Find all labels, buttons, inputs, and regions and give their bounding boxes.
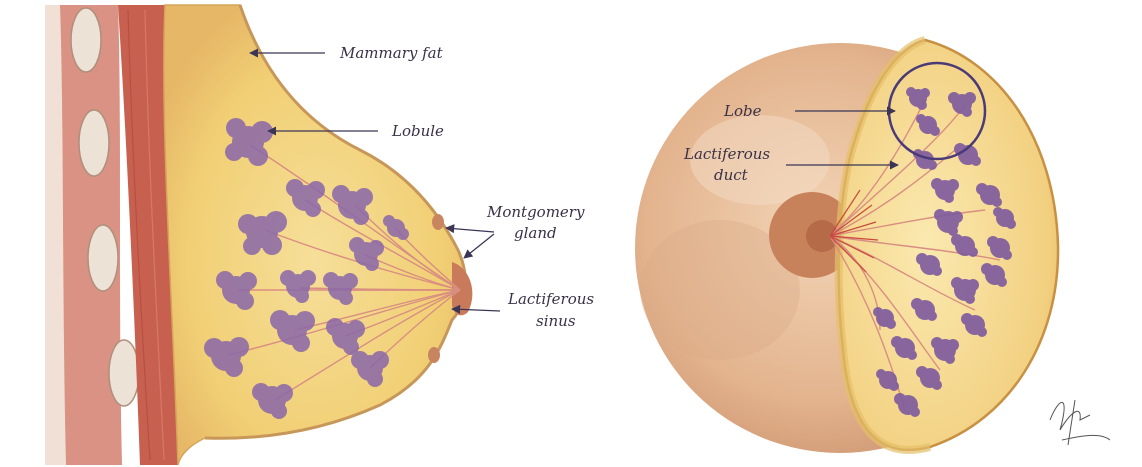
montgomery-bump — [428, 347, 440, 363]
sinus-label-line2: sinus — [536, 312, 576, 330]
sagittal-section-illustration — [45, 5, 472, 465]
duct-label-line1: Lactiferous — [683, 145, 770, 163]
rib — [79, 110, 109, 176]
mammary-fat-label: Mammary fat — [339, 44, 444, 62]
montgomery-bump — [432, 214, 444, 230]
frontal-cutaway-illustration — [635, 40, 1110, 453]
breast-fat-body — [164, 5, 466, 465]
sinus-label-line1: Lactiferous — [507, 290, 594, 308]
montgomery-arrow-upper — [446, 228, 494, 232]
lobule-label: Lobule — [391, 122, 444, 140]
montgomery-label-line2: gland — [514, 224, 557, 242]
montgomery-label-line1: Montgomery — [486, 203, 585, 221]
rib — [71, 8, 101, 72]
artist-signature — [1050, 400, 1110, 445]
rib — [109, 340, 139, 406]
rib — [88, 225, 118, 291]
montgomery-arrow-lower — [464, 234, 494, 258]
duct-label-line2: duct — [714, 166, 749, 184]
lobe-label: Lobe — [723, 102, 762, 120]
